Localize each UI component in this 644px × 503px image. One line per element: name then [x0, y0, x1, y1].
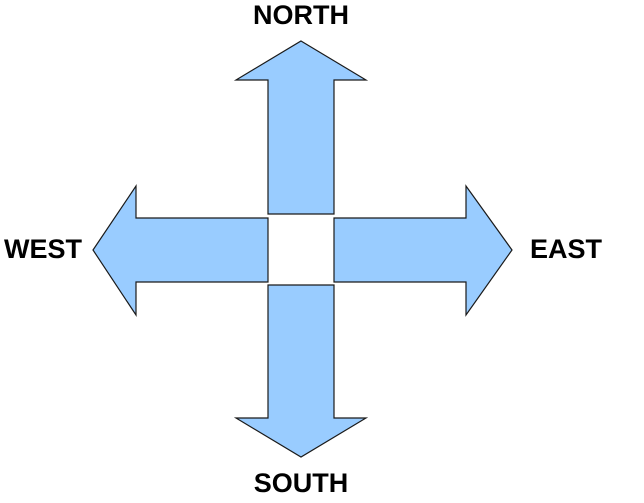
south-arrow: [233, 284, 369, 458]
west-label: WEST: [4, 234, 83, 264]
east-label: EAST: [530, 234, 603, 264]
north-arrow: [233, 40, 369, 215]
south-label: SOUTH: [254, 468, 349, 498]
north-label: NORTH: [253, 0, 349, 30]
west-arrow: [92, 184, 269, 317]
east-arrow: [333, 184, 513, 317]
